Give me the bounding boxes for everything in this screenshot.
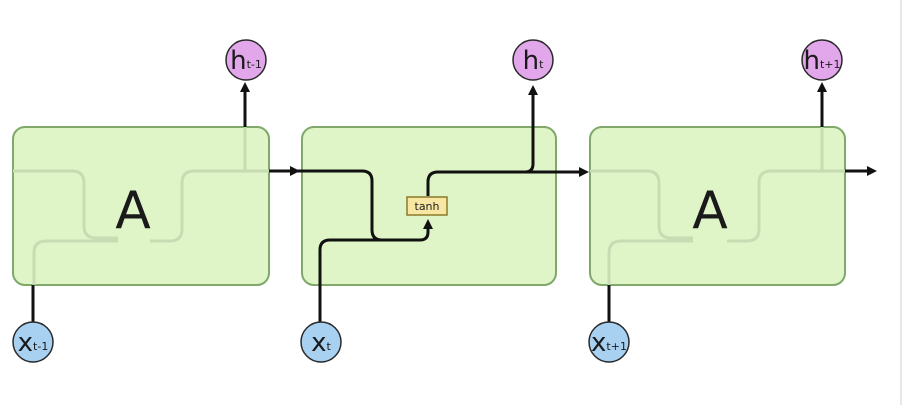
output-node-label: ht+1 — [803, 46, 840, 76]
cell-1: A — [12, 126, 270, 286]
cell-3: A — [589, 126, 846, 286]
input-sub: t — [327, 340, 332, 353]
input-node-circle — [12, 321, 54, 363]
output-base: h — [523, 46, 539, 76]
output-node-cell-3: ht+1 — [801, 39, 843, 81]
output-node-circle — [512, 39, 554, 81]
input-node-cell-3: xt+1 — [588, 321, 630, 363]
input-node-cell-2: xt — [300, 321, 342, 363]
output-node-circle — [225, 39, 267, 81]
input-node-label: xt-1 — [18, 328, 49, 358]
output-node-cell-1: ht-1 — [225, 39, 267, 81]
output-sub: t — [539, 58, 544, 71]
cell-label: A — [115, 181, 151, 241]
ghost-line — [32, 239, 118, 285]
output-sub: t-1 — [247, 58, 262, 71]
tanh-box — [406, 196, 448, 216]
input-sub: t+1 — [606, 340, 627, 353]
output-base: h — [803, 46, 819, 76]
ghost-line — [607, 239, 693, 285]
input-node-label: xt+1 — [591, 328, 627, 358]
input-base: x — [311, 328, 326, 358]
input-base: x — [591, 328, 606, 358]
input-node-circle — [588, 321, 630, 363]
tanh-label: tanh — [415, 200, 440, 213]
input-base: x — [18, 328, 33, 358]
output-node-circle — [801, 39, 843, 81]
input-node-label: xt — [311, 328, 331, 358]
ghost-line — [590, 169, 693, 240]
cell-label: A — [692, 181, 728, 241]
output-node-label: ht-1 — [230, 46, 262, 76]
input-node-cell-1: xt-1 — [12, 321, 54, 363]
output-node-label: ht — [523, 46, 544, 76]
tanh-layer: tanh — [406, 196, 448, 216]
ghost-line — [727, 169, 845, 243]
input-path-cell-2 — [318, 219, 433, 322]
output-node-cell-2: ht — [512, 39, 554, 81]
tanh-output-path — [426, 85, 538, 196]
ghost-line — [13, 169, 118, 240]
ghost-line — [150, 169, 269, 243]
output-sub: t+1 — [820, 58, 841, 71]
input-sub: t-1 — [33, 340, 48, 353]
page-edge — [900, 0, 902, 405]
input-node-circle — [300, 321, 342, 363]
cell-box — [12, 126, 270, 286]
output-base: h — [230, 46, 246, 76]
cell-box — [589, 126, 846, 286]
